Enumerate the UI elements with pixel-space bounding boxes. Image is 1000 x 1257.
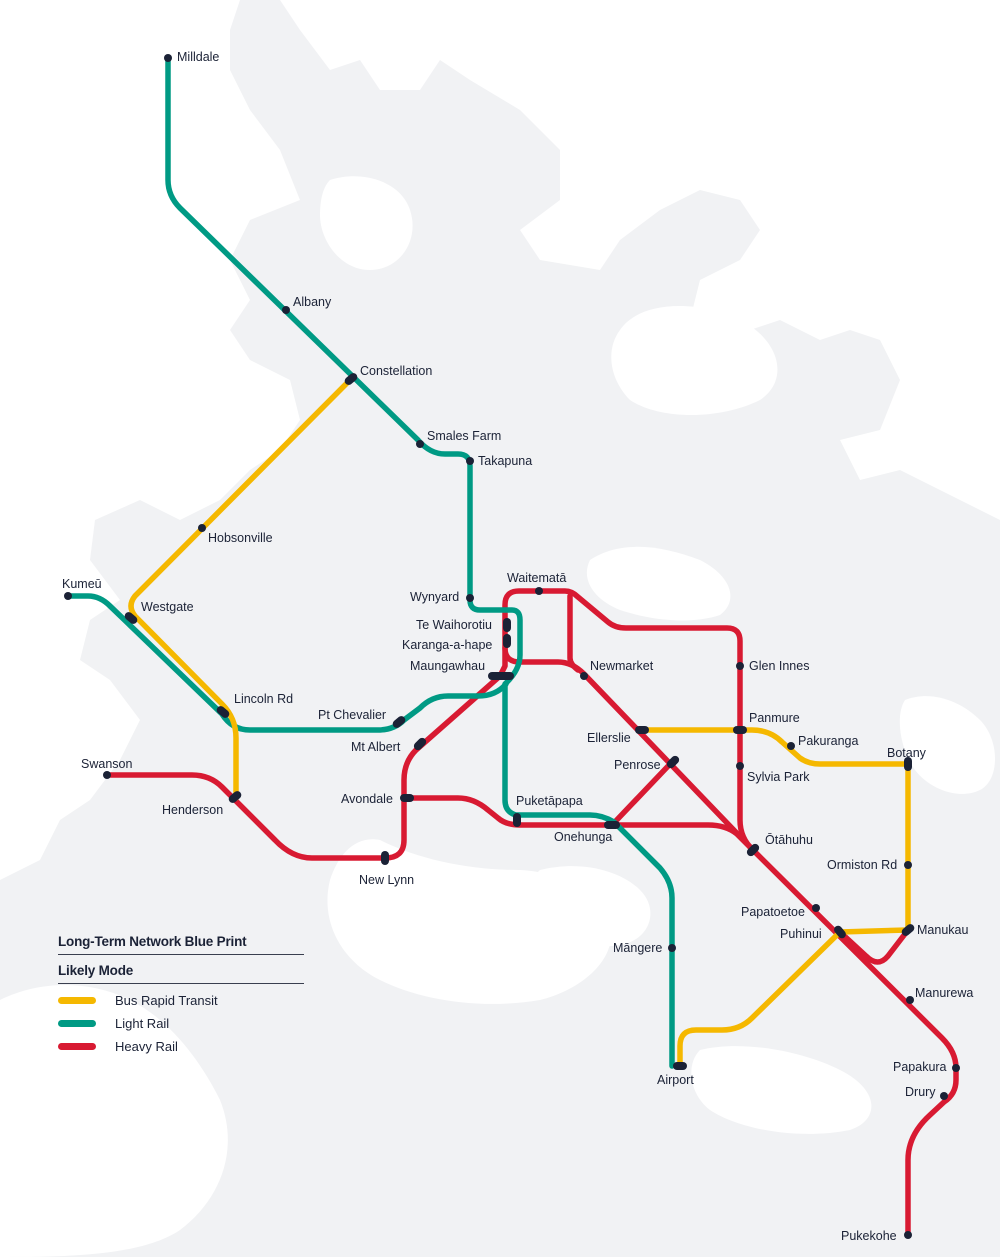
- station-label-mt-albert: Mt Albert: [351, 740, 401, 754]
- station-label-westgate: Westgate: [141, 600, 194, 614]
- legend-item-light-rail: Light Rail: [58, 1015, 304, 1031]
- station-label-panmure: Panmure: [749, 711, 800, 725]
- station-label-botany: Botany: [887, 746, 926, 760]
- station-label-pukekohe: Pukekohe: [841, 1229, 897, 1243]
- station-label-karanga-a-hape: Karanga-a-hape: [402, 638, 493, 652]
- legend-item-heavy-rail: Heavy Rail: [58, 1038, 304, 1054]
- legend-label: Heavy Rail: [115, 1038, 178, 1054]
- station-label-maungawhau: Maungawhau: [410, 659, 486, 673]
- station-label-puhinui: Puhinui: [780, 927, 822, 941]
- legend-label: Bus Rapid Transit: [115, 992, 218, 1008]
- interchange-markers: [124, 373, 915, 1070]
- station-label-swanson: Swanson: [81, 757, 133, 771]
- station-label-onehunga: Onehunga: [554, 830, 613, 844]
- station-label-otahuhu: Ōtāhuhu: [765, 833, 813, 847]
- heavy-rail-penrose-onehunga: [609, 759, 675, 828]
- station-label-henderson: Henderson: [162, 803, 224, 817]
- brt-eastern-busway: [639, 727, 911, 935]
- station-label-mangere: Māngere: [613, 941, 663, 955]
- station-label-puketapapa: Puketāpapa: [516, 794, 583, 808]
- station-label-waitemata: Waitematā: [507, 571, 567, 585]
- station-label-albany: Albany: [293, 295, 332, 309]
- station-label-manurewa: Manurewa: [915, 986, 974, 1000]
- station-label-milldale: Milldale: [177, 50, 220, 64]
- heavy-rail-manukau-branch: [837, 927, 911, 965]
- heavy-rail-cbd-loop: [497, 588, 756, 853]
- heavy-rail-western-line: [104, 673, 503, 861]
- station-label-new-lynn: New Lynn: [359, 873, 415, 887]
- light-rail-swatch: [58, 1019, 96, 1027]
- station-label-papatoetoe: Papatoetoe: [741, 905, 805, 919]
- brt-upper-harbour: [128, 377, 353, 801]
- station-label-penrose: Penrose: [614, 758, 661, 772]
- station-label-smales-farm: Smales Farm: [427, 429, 502, 443]
- station-label-airport: Airport: [657, 1073, 694, 1087]
- station-label-constellation: Constellation: [360, 364, 433, 378]
- station-label-manukau: Manukau: [917, 923, 969, 937]
- station-label-drury: Drury: [905, 1085, 936, 1099]
- station-label-papakura: Papakura: [893, 1060, 947, 1074]
- station-label-te-waihorotiu: Te Waihorotiu: [416, 618, 492, 632]
- station-label-sylvia-park: Sylvia Park: [747, 770, 810, 784]
- station-markers: [64, 54, 960, 1239]
- station-label-newmarket: Newmarket: [590, 659, 654, 673]
- legend-subtitle: Likely Mode: [58, 955, 304, 984]
- brt-airport-link: [677, 929, 843, 1069]
- station-label-glen-innes: Glen Innes: [749, 659, 810, 673]
- station-label-kumeu: Kumeū: [62, 577, 102, 591]
- legend-label: Light Rail: [115, 1015, 170, 1031]
- station-label-ellerslie: Ellerslie: [587, 731, 631, 745]
- bus-rapid-transit-swatch: [58, 996, 96, 1004]
- station-label-ormiston-rd: Ormiston Rd: [827, 858, 898, 872]
- station-label-wynyard: Wynyard: [410, 590, 460, 604]
- legend-item-bus-rapid-transit: Bus Rapid Transit: [58, 992, 304, 1008]
- map-legend: Long-Term Network Blue Print Likely Mode…: [58, 934, 304, 1054]
- station-label-hobsonville: Hobsonville: [208, 531, 273, 545]
- heavy-rail-avondale-southdown: [401, 795, 756, 853]
- station-label-takapuna: Takapuna: [478, 454, 533, 468]
- legend-title: Long-Term Network Blue Print: [58, 934, 304, 955]
- light-rail-north-west: [65, 593, 509, 733]
- station-label-avondale: Avondale: [341, 792, 393, 806]
- light-rail-north-airport: [165, 55, 675, 1069]
- heavy-rail-newmarket-spur: [567, 593, 581, 673]
- station-label-lincoln-rd: Lincoln Rd: [234, 692, 294, 706]
- heavy-rail-swatch: [58, 1042, 96, 1050]
- station-label-pt-chevalier: Pt Chevalier: [318, 708, 387, 722]
- station-label-pakuranga: Pakuranga: [798, 734, 859, 748]
